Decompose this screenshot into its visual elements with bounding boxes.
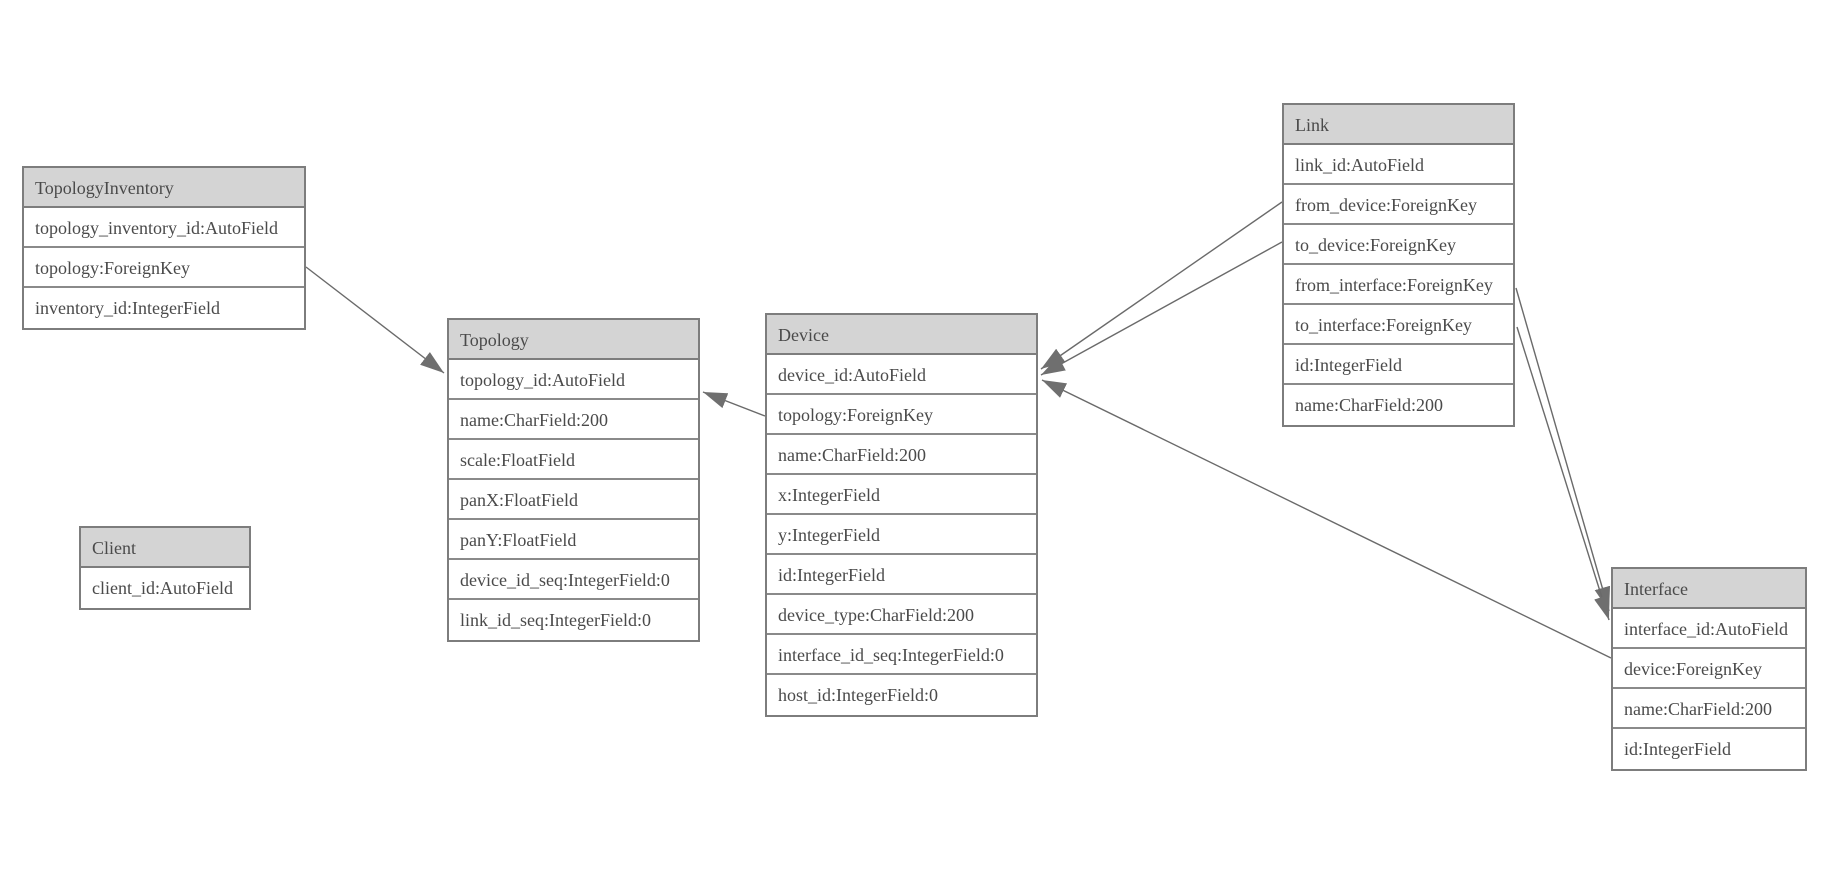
entity-device-field-row: device_id:AutoField: [767, 355, 1036, 395]
entity-topology-field-row: device_id_seq:IntegerField:0: [449, 560, 698, 600]
entity-topology-title: Topology: [449, 320, 698, 360]
entity-topology-inventory-field-row: topology_inventory_id:AutoField: [24, 208, 304, 248]
entity-link-field-row: to_interface:ForeignKey: [1284, 305, 1513, 345]
edge-device-topology-to-topology: [702, 391, 766, 417]
entity-topology-inventory-title: TopologyInventory: [24, 168, 304, 208]
entity-device-field-row: name:CharField:200: [767, 435, 1036, 475]
entity-topology-field-row: scale:FloatField: [449, 440, 698, 480]
entity-interface-field-row: name:CharField:200: [1613, 689, 1805, 729]
entity-device-field-row: host_id:IntegerField:0: [767, 675, 1036, 715]
entity-topology-field-row: name:CharField:200: [449, 400, 698, 440]
entity-device-field-row: topology:ForeignKey: [767, 395, 1036, 435]
entity-client-field-row: client_id:AutoField: [81, 568, 249, 608]
entity-topology-field-row: link_id_seq:IntegerField:0: [449, 600, 698, 640]
entity-topology-inventory-field-row: topology:ForeignKey: [24, 248, 304, 288]
edge-topologyinventory-topology-to-topology: [305, 266, 445, 374]
entity-interface-field-row: id:IntegerField: [1613, 729, 1805, 769]
entity-interface-title: Interface: [1613, 569, 1805, 609]
edge-link-to-device-to-device: [1040, 241, 1283, 376]
entity-link-title: Link: [1284, 105, 1513, 145]
entity-topology-field-row: panY:FloatField: [449, 520, 698, 560]
entity-link-field-row: to_device:ForeignKey: [1284, 225, 1513, 265]
entity-topology-field-row: panX:FloatField: [449, 480, 698, 520]
entity-link-field-row: link_id:AutoField: [1284, 145, 1513, 185]
entity-interface-field-row: interface_id:AutoField: [1613, 609, 1805, 649]
entity-link-field-row: name:CharField:200: [1284, 385, 1513, 425]
entity-topology-field-row: topology_id:AutoField: [449, 360, 698, 400]
edge-link-from-interface-to-interface: [1515, 287, 1611, 612]
entity-topology-inventory-field-row: inventory_id:IntegerField: [24, 288, 304, 328]
entity-device-field-row: y:IntegerField: [767, 515, 1036, 555]
entity-link-field-row: id:IntegerField: [1284, 345, 1513, 385]
entity-device-field-row: interface_id_seq:IntegerField:0: [767, 635, 1036, 675]
entity-client-title: Client: [81, 528, 249, 568]
entity-device-field-row: id:IntegerField: [767, 555, 1036, 595]
entity-device-title: Device: [767, 315, 1036, 355]
entity-device-field-row: device_type:CharField:200: [767, 595, 1036, 635]
entity-device-field-row: x:IntegerField: [767, 475, 1036, 515]
entity-link-field-row: from_device:ForeignKey: [1284, 185, 1513, 225]
entity-interface-field-row: device:ForeignKey: [1613, 649, 1805, 689]
entity-link-field-row: from_interface:ForeignKey: [1284, 265, 1513, 305]
edge-interface-device-to-device: [1041, 379, 1612, 659]
edge-link-from-device-to-device: [1040, 201, 1283, 370]
edge-link-to-interface-to-interface: [1516, 326, 1610, 621]
